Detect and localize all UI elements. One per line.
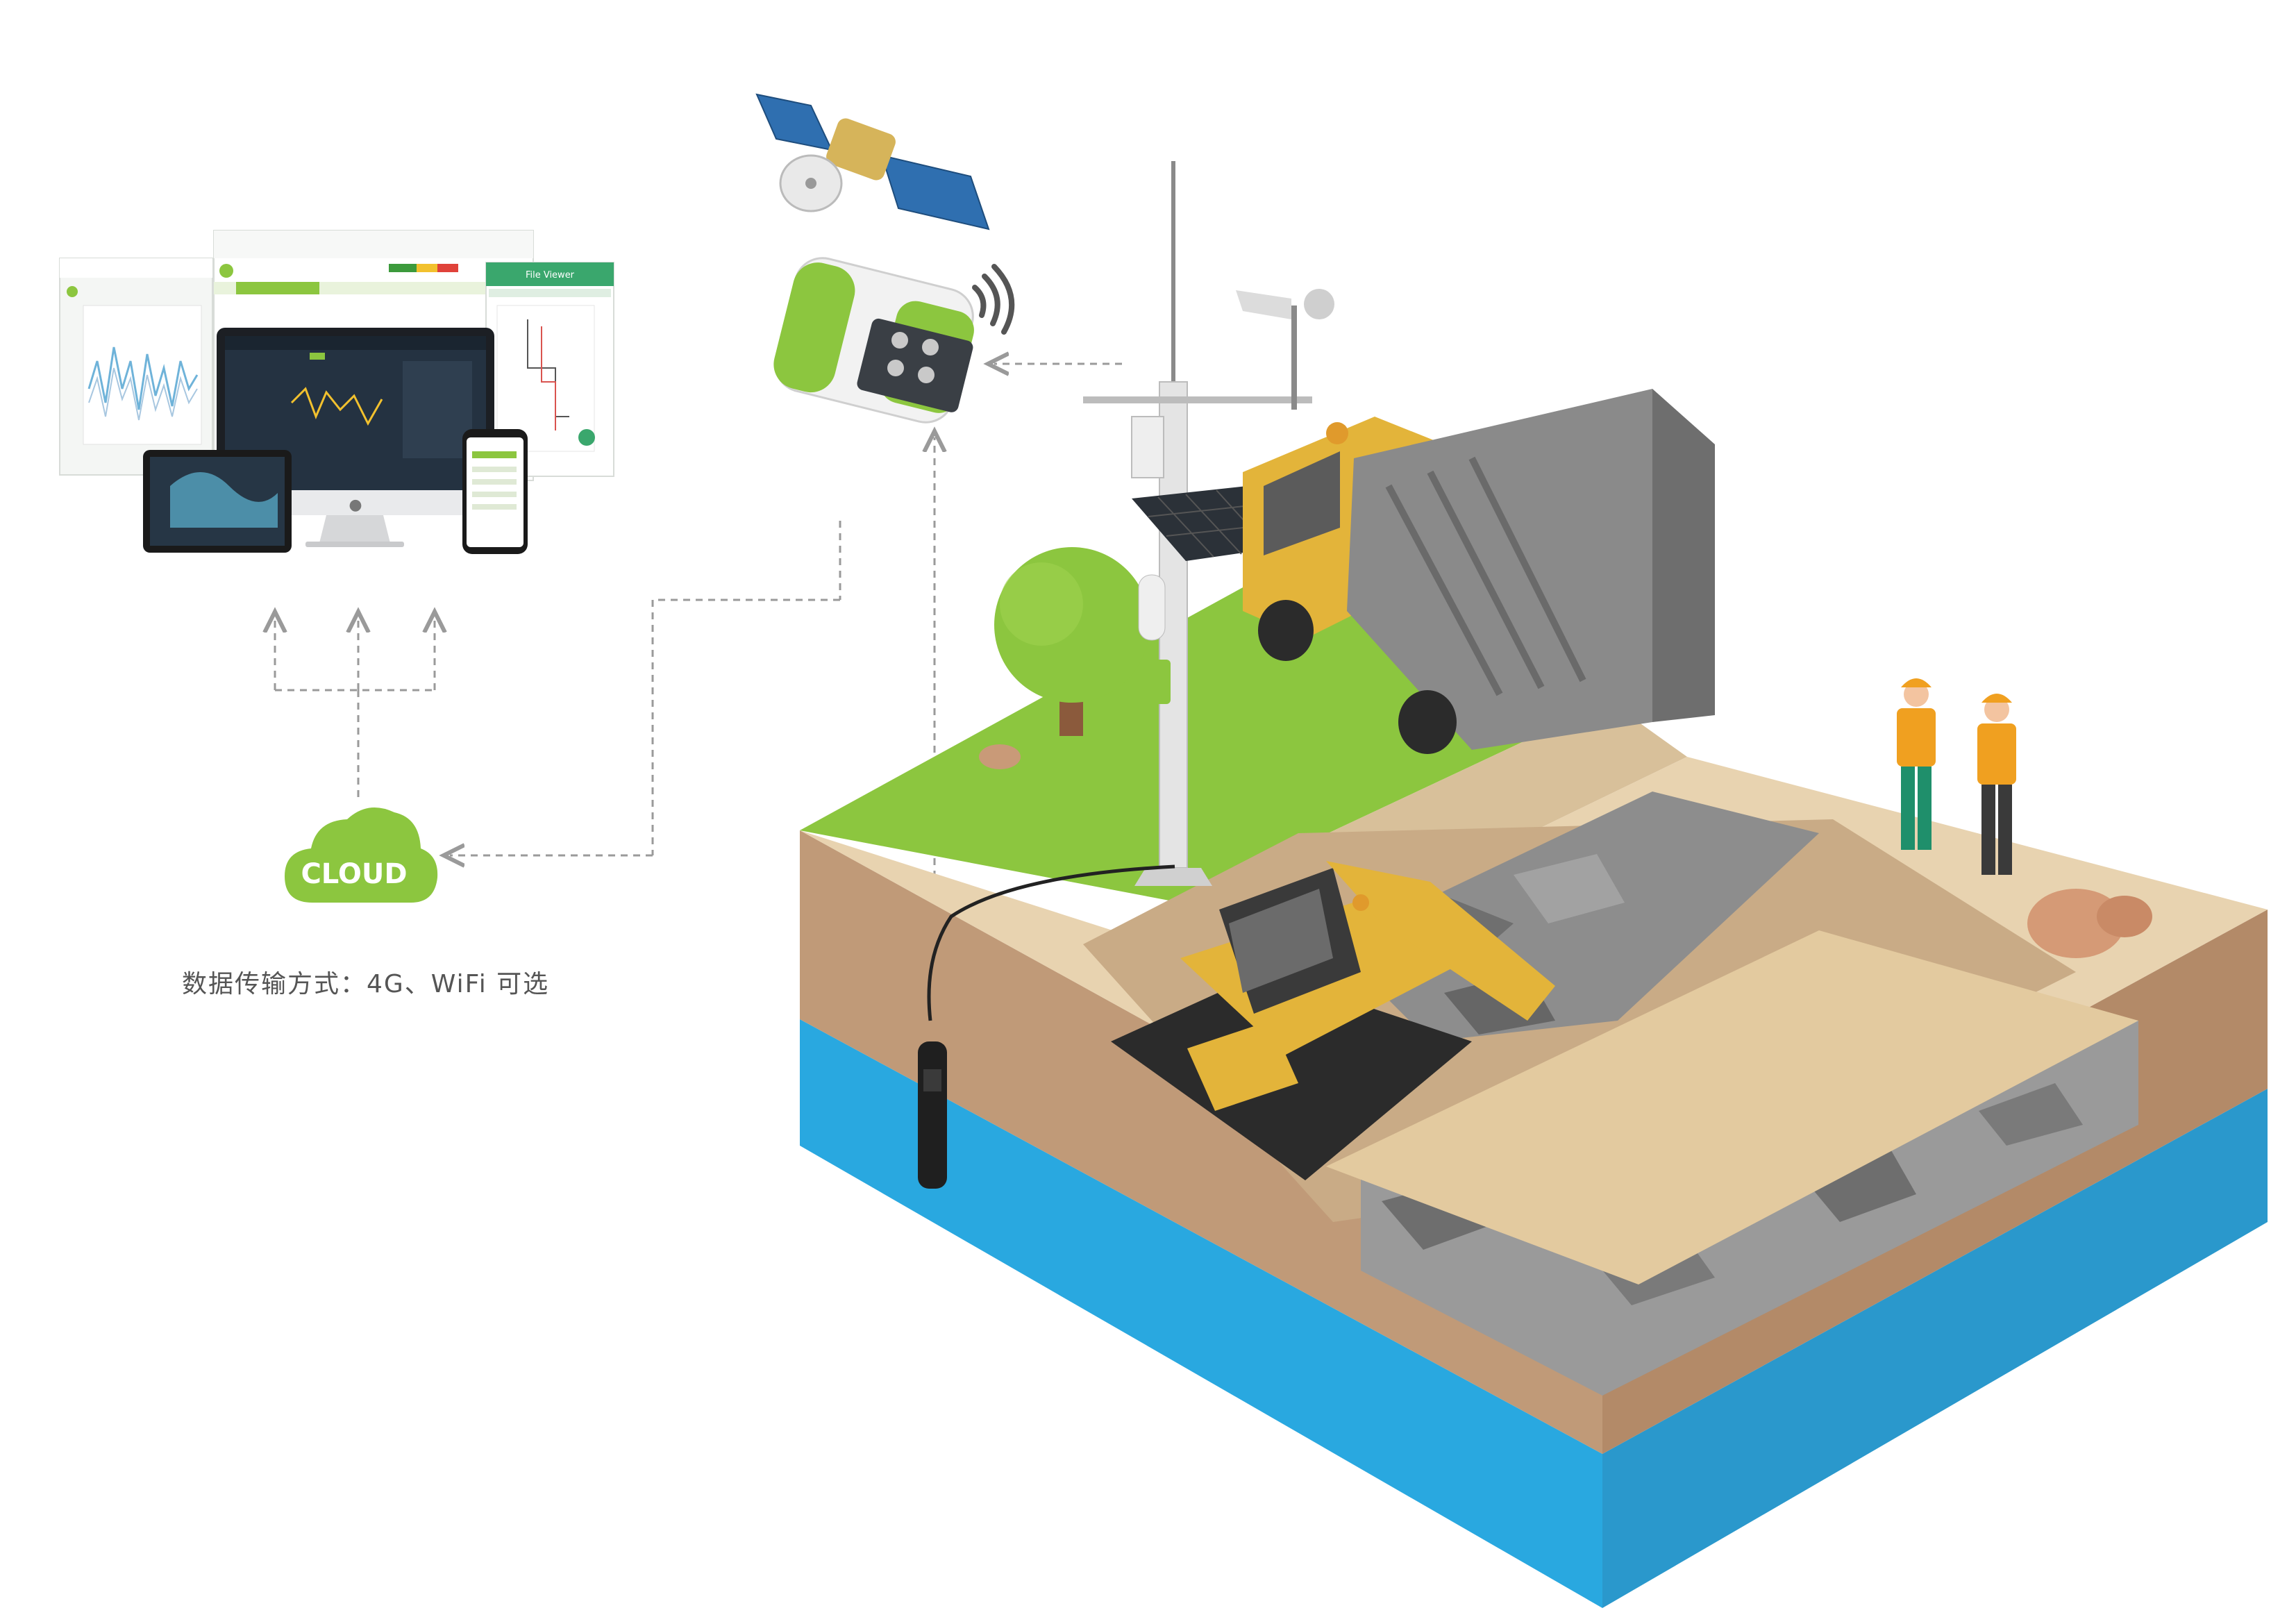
file-viewer-title: File Viewer xyxy=(526,270,575,281)
transmission-caption: 数据传输方式：4G、WiFi 可选 xyxy=(182,970,550,998)
tablet-device xyxy=(143,450,292,553)
phone-device xyxy=(462,429,528,554)
desktop-app-screen-left xyxy=(59,258,213,476)
weather-station-icon xyxy=(1083,161,1334,886)
rock-icon xyxy=(979,744,2152,958)
cloud-icon: CLOUD xyxy=(285,807,438,903)
terrain-block xyxy=(800,579,2268,1608)
screens-to-cloud-connector xyxy=(275,618,435,797)
excavator-icon xyxy=(1111,861,1555,1180)
wifi-icon xyxy=(972,264,1015,335)
sensor-probe-icon xyxy=(918,1041,947,1189)
satellite-icon xyxy=(755,93,990,231)
worker-icon xyxy=(1897,678,1936,850)
data-logger-icon xyxy=(773,257,974,424)
logger-to-cloud-connector xyxy=(450,521,841,855)
worker-icon xyxy=(1977,694,2016,875)
sensor-cable xyxy=(927,864,1175,1021)
cloud-label: CLOUD xyxy=(301,858,407,890)
apple-icon: ● xyxy=(349,496,362,514)
dump-truck-icon xyxy=(1243,389,1715,754)
software-screens-group: File Viewer ● xyxy=(59,230,614,554)
tree-icon xyxy=(994,547,1150,736)
